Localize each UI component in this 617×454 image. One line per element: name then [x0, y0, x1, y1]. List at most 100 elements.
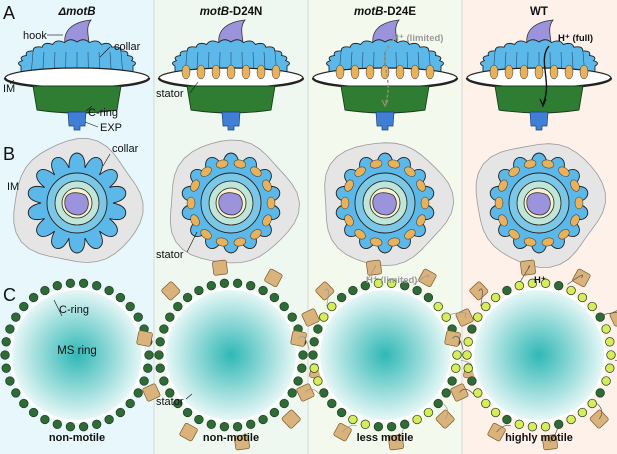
- side-view-motor: [157, 19, 305, 131]
- export-apparatus: [221, 111, 241, 131]
- ms-ring: [320, 290, 450, 420]
- column-title-suffix: WT: [530, 6, 548, 18]
- ring-view-motor: [0, 278, 154, 432]
- stator-side: [425, 64, 435, 80]
- c-ring-bead: [441, 312, 451, 322]
- stator-side: [504, 64, 514, 80]
- c-ring-bead: [452, 350, 462, 360]
- c-ring-bead: [467, 324, 477, 334]
- stator-side: [519, 64, 529, 80]
- c-ring-bead: [336, 407, 347, 418]
- c-ring-bead: [433, 398, 443, 409]
- collar-label-b: collar: [112, 143, 139, 155]
- c-ring-bead: [246, 419, 256, 429]
- stator-top: [200, 166, 212, 177]
- side-view-motor: [311, 19, 459, 131]
- stator-side: [410, 64, 420, 80]
- hook: [218, 19, 246, 45]
- c-ring-bead: [92, 281, 102, 291]
- c-ring-body: [494, 85, 584, 114]
- c-ring-bead: [159, 376, 169, 386]
- ms-ring: [474, 290, 604, 420]
- c-ring-bead: [514, 281, 524, 291]
- proton-flow: [478, 288, 483, 307]
- stator-leader-c: [185, 393, 193, 400]
- stator-side: [241, 64, 251, 80]
- column-title-italic: motB: [200, 6, 229, 18]
- c-ring-bead: [78, 422, 89, 432]
- export-apparatus: [67, 111, 87, 131]
- proton-arrow-head: [539, 98, 547, 108]
- ms-ring: [12, 290, 142, 420]
- stator-top: [420, 196, 430, 210]
- stator-top: [266, 196, 276, 210]
- stator-top: [541, 159, 555, 169]
- stator-top: [354, 166, 366, 177]
- c-ring-bead: [313, 376, 323, 386]
- c-ring-bead: [467, 376, 477, 386]
- c-ring-bead: [194, 414, 204, 425]
- proton-flow: [342, 424, 357, 433]
- c-ring-bead: [125, 301, 135, 312]
- c-ring-bead: [386, 422, 397, 432]
- stator-top: [250, 166, 262, 177]
- c-ring-bead: [115, 407, 126, 418]
- stator-top: [250, 229, 262, 240]
- motility-label: non-motile: [203, 432, 259, 444]
- c-ring-bead: [159, 324, 169, 334]
- stator-top: [574, 196, 584, 210]
- c-ring-bead: [206, 281, 216, 291]
- c-ring-bead: [601, 376, 611, 386]
- c-ring-bead: [423, 292, 434, 303]
- stator-top: [508, 166, 520, 177]
- im-label-b: IM: [7, 181, 19, 193]
- stator-top: [200, 229, 212, 240]
- c-ring-bead: [554, 281, 564, 291]
- ms-ring-label: MS ring: [57, 345, 97, 357]
- c-ring-bead: [92, 419, 102, 429]
- hook: [372, 19, 400, 45]
- c-ring-bead: [554, 419, 564, 429]
- column-title-suffix: -D24N: [229, 6, 262, 18]
- hook: [526, 19, 554, 45]
- c-ring-bead: [540, 278, 551, 288]
- c-ring-bead: [5, 324, 15, 334]
- column-title: WT: [530, 6, 548, 18]
- proton-flow: [366, 265, 377, 282]
- c-ring-bead: [1, 363, 11, 373]
- c-ring-bead: [502, 285, 512, 296]
- top-view-motor: [475, 143, 606, 268]
- c-ring-bead: [327, 301, 337, 312]
- c-ring-bead: [309, 363, 319, 373]
- c-ring-bead: [423, 407, 434, 418]
- top-view-motor: [169, 139, 300, 264]
- motility-label: non-motile: [49, 432, 105, 444]
- c-ring-bead: [78, 278, 89, 288]
- stator-top: [387, 159, 401, 169]
- proton-flow: [443, 403, 449, 420]
- c-ring-bead: [595, 388, 605, 398]
- export-apparatus: [375, 111, 395, 131]
- ring-view-motor: [444, 259, 617, 451]
- stator-top: [494, 196, 504, 210]
- c-ring-bead: [40, 285, 50, 296]
- c-ring-bead: [258, 414, 268, 425]
- stator-side: [579, 64, 589, 80]
- c-ring-bead: [605, 363, 615, 373]
- c-ring-bead: [182, 292, 193, 303]
- ring-view-motor: [136, 259, 326, 451]
- c-ring-bead: [65, 422, 76, 432]
- proton-flow: [324, 288, 329, 307]
- hook-top: [526, 192, 551, 216]
- stator-top: [354, 229, 366, 240]
- c-ring-bead: [206, 419, 216, 429]
- stator-top: [416, 179, 426, 192]
- stator-unit: [301, 308, 320, 327]
- stator-side: [211, 64, 221, 80]
- c-ring-bead: [441, 388, 451, 398]
- stator-label-a: stator: [156, 88, 184, 100]
- column-title-italic: motB: [354, 6, 383, 18]
- stator-label-c: stator: [156, 396, 184, 408]
- c-ring-bead: [319, 388, 329, 398]
